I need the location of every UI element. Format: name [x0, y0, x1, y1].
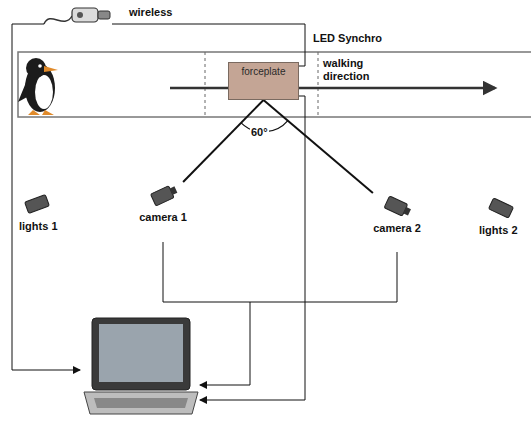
- wires: [12, 24, 397, 400]
- penguin: [18, 58, 58, 115]
- direction-arrow: [170, 87, 495, 90]
- camera-label: camera 1: [128, 211, 198, 223]
- light-lamp: [25, 195, 514, 218]
- device-label: wireless: [128, 6, 173, 19]
- angle-label: 60°: [250, 126, 269, 139]
- sight-line: [264, 100, 373, 193]
- signal-label: LED Synchro: [312, 32, 383, 45]
- camera: camera 1: [128, 182, 198, 223]
- camera-icon: [380, 193, 414, 219]
- forceplate-box: forceplate: [228, 62, 299, 100]
- direction-label: walking direction: [322, 57, 394, 83]
- camera-icon: [146, 182, 180, 208]
- box-label: forceplate: [231, 66, 296, 77]
- laptop: [84, 318, 198, 414]
- camera-label: camera 2: [362, 222, 432, 234]
- wireless-sensor: [44, 8, 110, 24]
- sight-line: [183, 100, 263, 182]
- lights-label: lights 1: [18, 220, 59, 233]
- walkway: [18, 52, 531, 117]
- lights-label: lights 2: [478, 224, 519, 237]
- camera: camera 2: [362, 193, 432, 234]
